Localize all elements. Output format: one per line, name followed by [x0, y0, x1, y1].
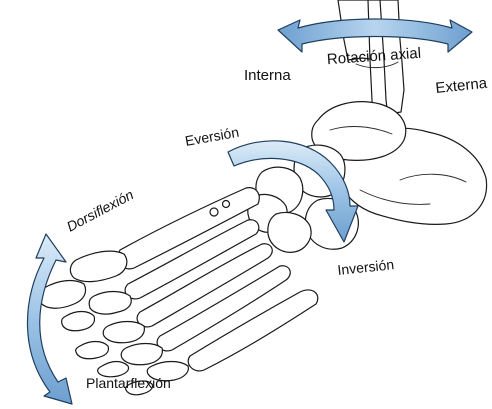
eversion-label-group: Eversión	[184, 124, 240, 149]
rotation-axial-label: Rotación axial	[326, 45, 421, 69]
dorsiflexion-label-group: Dorsiflexión	[64, 186, 136, 235]
external-label: Externa	[435, 75, 489, 97]
inversion-label-group: Inversión	[337, 256, 395, 278]
internal-label: Interna	[244, 67, 291, 84]
dorsiflexion-label: Dorsiflexión	[64, 186, 136, 235]
external-label-group: Externa	[435, 75, 489, 97]
plantarflexion-label: Plantarflexión	[86, 375, 171, 391]
rotation-axial-text: Rotación axial	[326, 45, 421, 69]
eversion-label: Eversión	[184, 124, 240, 149]
inversion-label: Inversión	[337, 256, 395, 278]
